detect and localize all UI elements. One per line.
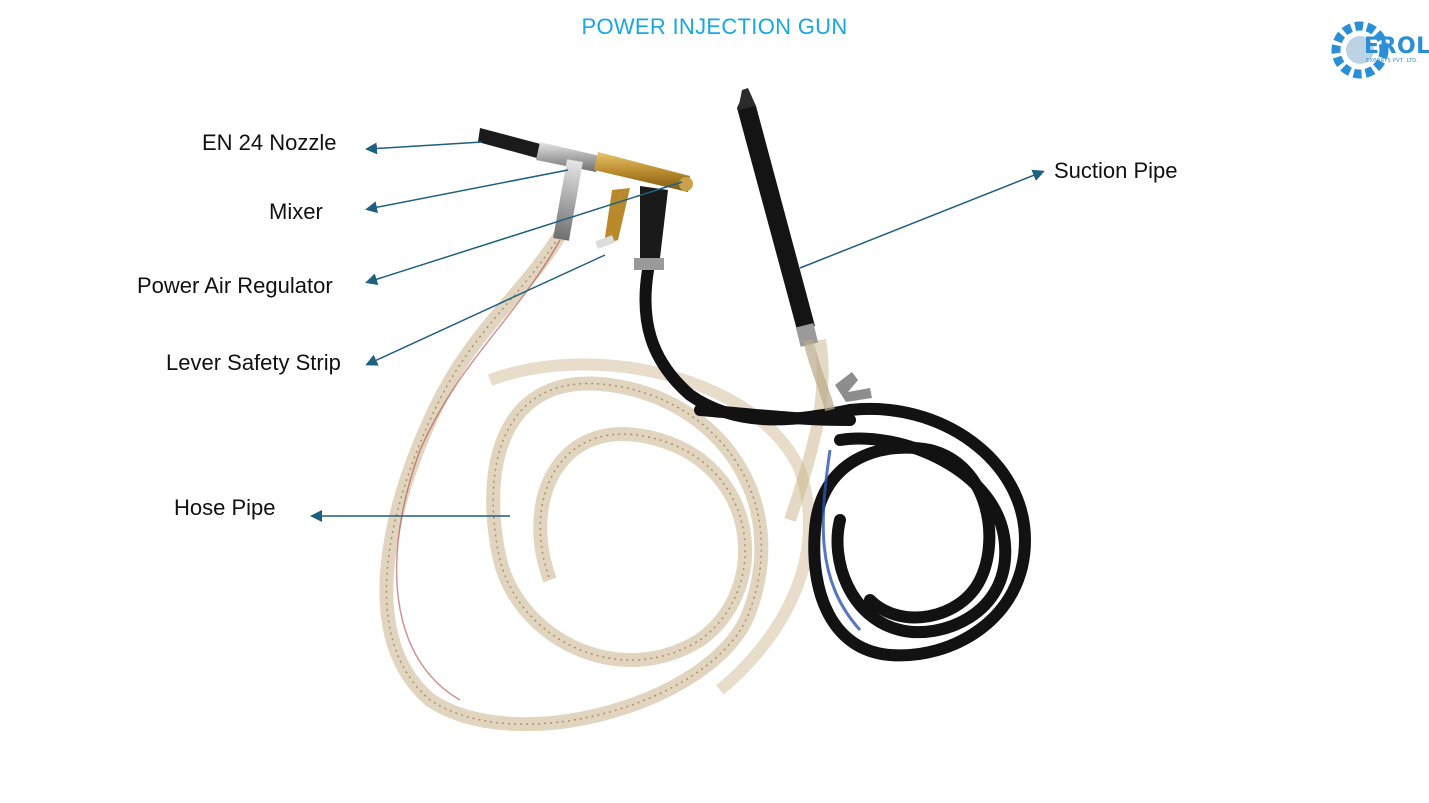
label-mixer: Mixer xyxy=(269,199,323,224)
rubber-hose-drawing xyxy=(639,264,1032,662)
label-en24-nozzle: EN 24 Nozzle xyxy=(202,130,337,155)
label-suction-pipe: Suction Pipe xyxy=(1054,158,1178,183)
gear-icon xyxy=(1331,21,1389,79)
callout-arrows xyxy=(310,141,1045,522)
arrow-nozzle xyxy=(365,141,483,155)
arrow-regulator xyxy=(365,181,683,285)
label-power-air-regulator: Power Air Regulator xyxy=(137,273,333,298)
suction-pipe-drawing xyxy=(737,88,872,412)
injection-gun-drawing xyxy=(478,128,693,270)
arrow-safety-strip xyxy=(365,254,606,366)
label-hose-pipe: Hose Pipe xyxy=(174,495,276,520)
page-title: POWER INJECTION GUN xyxy=(581,14,848,39)
arrow-suction-pipe xyxy=(799,169,1045,269)
arrow-mixer xyxy=(365,169,569,214)
logo-text: EROL xyxy=(1364,34,1429,59)
label-lever-safety-strip: Lever Safety Strip xyxy=(166,350,341,375)
logo-subtext: EXPORTS PVT. LTD. xyxy=(1366,58,1419,64)
hose-pipe-drawing xyxy=(379,228,829,732)
